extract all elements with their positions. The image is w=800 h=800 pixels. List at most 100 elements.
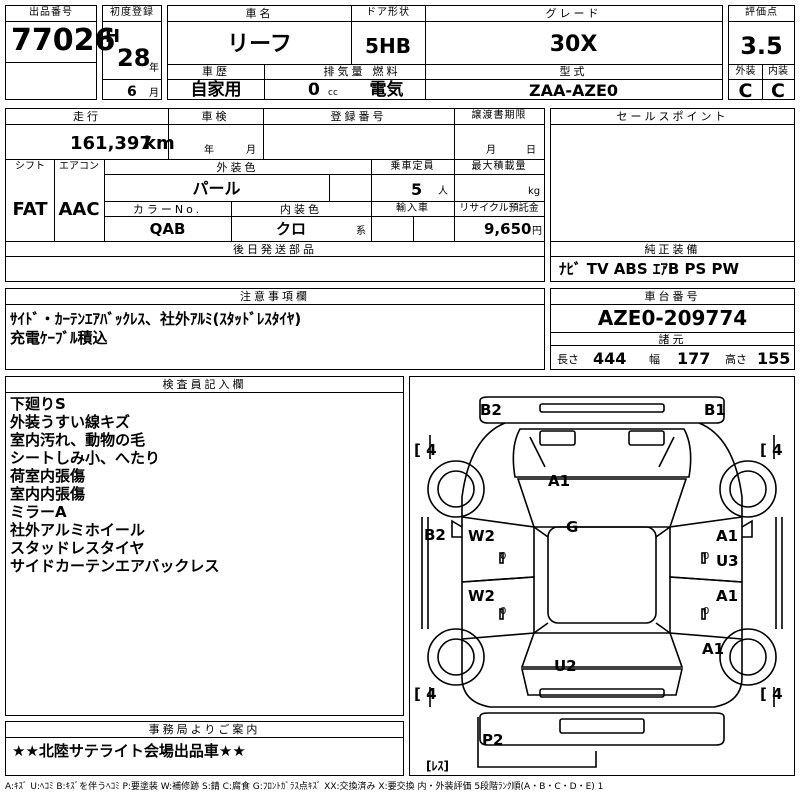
chassis-box: 車台番号 AZE0-209774 諸元 長さ 444 幅 177 高さ 155	[550, 288, 795, 370]
capacity: 5	[411, 180, 423, 199]
fuel-label: 燃料	[372, 65, 401, 78]
office-box: 事務局よりご案内 ★★北陸サテライト会場出品車★★	[5, 721, 404, 776]
details-box: 走行 161,397 km 車検 年 月 登録番号 譲渡書期限 月 日 シフト …	[5, 108, 545, 282]
office-label: 事務局よりご案内	[148, 723, 261, 736]
km-unit: km	[144, 133, 175, 154]
office-message: ★★北陸サテライト会場出品車★★	[12, 742, 246, 760]
score-box: 評価点 3.5 外装 内装 C C	[728, 5, 795, 102]
legend-text: A:ｷｽﾞ U:ﾍｺﾐ B:ｷｽﾞを伴うﾍｺﾐ P:要塗装 W:補修跡 S:錆 …	[5, 782, 604, 792]
damage-mark: W2	[468, 587, 495, 605]
caution-box: 注意事項欄 ｻｲﾄﾞ・ｶｰﾃﾝｴｱﾊﾞｯｸﾚｽ、社外ｱﾙﾐ(ｽﾀｯﾄﾞﾚｽﾀｲﾔ…	[5, 288, 545, 370]
model-code: ZAA-AZE0	[528, 81, 619, 100]
equipment-label: 純正装備	[644, 243, 701, 256]
inspector-note: 室内汚れ、動物の毛	[10, 431, 146, 449]
lot-number: 77026	[11, 23, 116, 58]
caution-label: 注意事項欄	[240, 290, 310, 303]
damage-mark: A1	[702, 640, 725, 658]
zero-mark: 0	[703, 606, 710, 617]
door-type: 5HB	[365, 34, 411, 58]
score: 3.5	[740, 32, 783, 60]
car-name-label: 車名	[245, 7, 274, 20]
damage-mark: B2	[480, 401, 502, 419]
cc-unit: cc	[328, 88, 338, 98]
damage-mark: A1	[548, 472, 571, 490]
width-label: 幅	[649, 353, 660, 366]
registration-box: 初度登録 H 28 年 6 月	[102, 5, 162, 100]
height: 155	[757, 349, 791, 368]
registration-month: 6	[127, 84, 137, 100]
dims-label: 諸元	[658, 333, 687, 346]
tire-tread-mark: [ 4	[414, 441, 437, 459]
model-label: 型式	[559, 65, 588, 78]
inspector-note: サイドカーテンエアバックレス	[10, 557, 220, 575]
displacement: 0	[308, 80, 320, 100]
transfer-label: 譲渡書期限	[471, 110, 527, 121]
inspection-label: 車検	[201, 110, 230, 123]
inspector-label: 検査員記入欄	[162, 378, 247, 391]
capacity-unit: 人	[438, 186, 448, 197]
inspector-note: 室内内張傷	[10, 485, 86, 503]
spare-tire-mark: [ﾚｽ]	[426, 759, 449, 773]
regno-label: 登録番号	[330, 110, 387, 123]
car-outline	[421, 396, 783, 768]
era-mark: H	[105, 26, 121, 47]
damage-mark: P2	[482, 731, 504, 749]
ac: AAC	[58, 199, 100, 220]
history: 自家用	[190, 80, 242, 100]
transfer-month-unit: 月	[486, 145, 496, 156]
color-label: 外装色	[216, 161, 259, 174]
int-grade: C	[771, 80, 785, 102]
equipment: ﾅﾋﾞ TV ABS ｴｱB PS PW	[559, 260, 740, 278]
load-label: 最大積載量	[471, 161, 527, 172]
inspector-note: ミラーA	[10, 503, 67, 521]
intcolor-unit: 系	[356, 226, 366, 237]
intcolor: クロ	[275, 220, 306, 238]
width: 177	[677, 349, 711, 368]
displacement-label: 排気量	[323, 65, 366, 78]
tire-tread-mark: [ 4	[760, 685, 783, 703]
inspector-note: 荷室内張傷	[10, 467, 86, 485]
transfer-day-unit: 日	[526, 145, 536, 156]
damage-mark: B2	[424, 526, 446, 544]
registration-year: 28	[117, 44, 151, 72]
inspection-year-unit: 年	[204, 145, 214, 156]
damage-mark: U3	[716, 552, 739, 570]
import-label: 輸入車	[396, 203, 429, 214]
shift-label: シフト	[15, 161, 45, 172]
history-label: 車歴	[202, 65, 230, 78]
grade: 30X	[549, 32, 598, 57]
month-unit: 月	[149, 88, 159, 99]
grade-label: グレード	[545, 7, 602, 20]
length-label: 長さ	[557, 353, 579, 366]
zero-mark: 0	[500, 551, 507, 562]
inspector-box: 検査員記入欄 下廻りS 外装うすい線キズ 室内汚れ、動物の毛 シートしみ小、へた…	[5, 376, 404, 716]
damage-mark: G	[566, 518, 579, 536]
capacity-label: 乗車定員	[390, 161, 435, 172]
fuel: 電気	[369, 80, 404, 100]
mileage-label: 走行	[73, 110, 101, 123]
caution-line-1: ｻｲﾄﾞ・ｶｰﾃﾝｴｱﾊﾞｯｸﾚｽ、社外ｱﾙﾐ(ｽﾀｯﾄﾞﾚｽﾀｲﾔ)	[10, 310, 302, 328]
car-diagram: B2 B1 A1 G B2 W2 W2 A1 U3 A1 A1 U2 P2 [ …	[409, 376, 795, 776]
caution-line-2: 充電ｹｰﾌﾞﾙ積込	[10, 329, 108, 347]
height-label: 高さ	[725, 353, 747, 366]
ac-label: エアコン	[59, 161, 99, 172]
recycle-unit: 円	[532, 226, 542, 237]
tire-tread-mark: [ 4	[414, 685, 437, 703]
inspector-note: 社外アルミホイール	[10, 521, 145, 539]
recycle: 9,650	[484, 220, 532, 238]
vehicle-info-box: 車名 リーフ ドア形状 5HB グレード 30X 車歴 自家用 排気量 0 cc…	[167, 5, 723, 100]
later-parts-label: 後日発送部品	[233, 243, 317, 256]
damage-mark: B1	[704, 401, 726, 419]
ext-grade: C	[738, 80, 753, 102]
chassis-number: AZE0-209774	[597, 306, 748, 330]
damage-mark: W2	[468, 527, 495, 545]
inspector-note: 外装うすい線キズ	[10, 413, 131, 431]
color: パール	[192, 179, 241, 198]
damage-mark: A1	[716, 587, 739, 605]
zero-mark: 0	[703, 551, 710, 562]
inspector-note: 下廻りS	[10, 395, 66, 413]
inspector-note: シートしみ小、へたり	[10, 449, 161, 467]
damage-mark: U2	[554, 657, 577, 675]
length: 444	[593, 349, 627, 368]
shift: FAT	[12, 199, 48, 220]
